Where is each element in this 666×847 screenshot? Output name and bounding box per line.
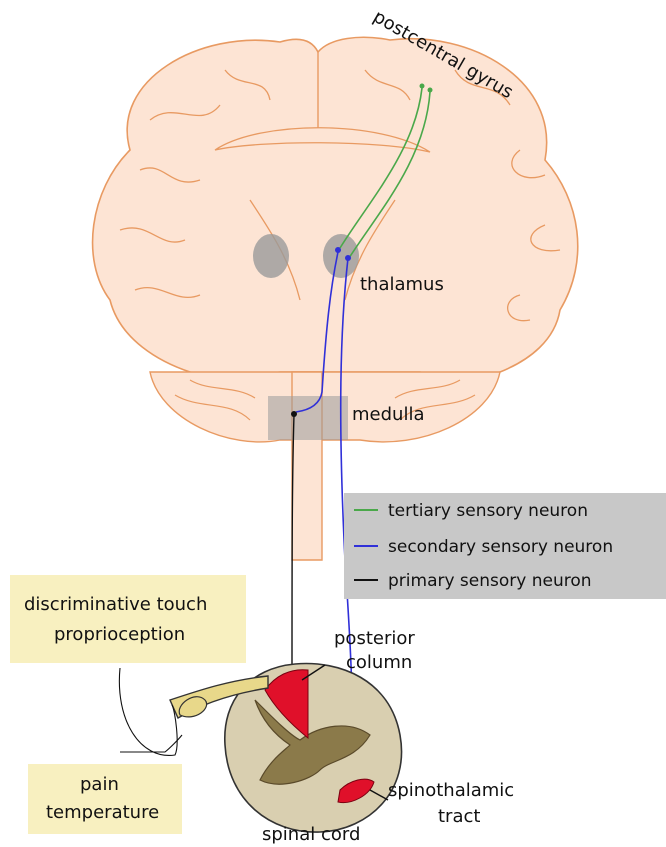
legend-label-secondary: secondary sensory neuron — [388, 537, 613, 557]
touch-box-background — [10, 575, 246, 663]
medulla-highlight — [268, 396, 348, 440]
pain-box-line2: temperature — [46, 802, 159, 823]
tertiary-terminal — [420, 84, 425, 89]
thalamus-label: thalamus — [360, 274, 444, 295]
legend: tertiary sensory neuron secondary sensor… — [344, 493, 666, 599]
primary-neuron — [240, 415, 294, 705]
touch-box-connector — [119, 668, 177, 755]
secondary-node — [335, 247, 341, 253]
legend-label-tertiary: tertiary sensory neuron — [388, 501, 588, 521]
spinothalamic-label-line2: tract — [438, 806, 480, 827]
thalamus-left — [253, 234, 289, 278]
touch-box-line2: proprioception — [54, 624, 185, 645]
secondary-node — [345, 255, 351, 261]
thalamus-right — [323, 234, 359, 278]
touch-box-line1: discriminative touch — [24, 594, 207, 615]
medulla-label: medulla — [352, 404, 424, 425]
primary-node — [291, 411, 297, 417]
spinal-cord-label: spinal cord — [262, 824, 360, 845]
posterior-column-label-line1: posterior — [334, 628, 415, 649]
pain-box-line1: pain — [80, 774, 119, 795]
posterior-column-label-line2: column — [346, 652, 412, 673]
spinothalamic-label-line1: spinothalamic — [388, 780, 514, 801]
legend-label-primary: primary sensory neuron — [388, 571, 592, 591]
tertiary-terminal — [428, 88, 433, 93]
touch-box: discriminative touch proprioception — [10, 575, 246, 663]
spinal-cord-section — [170, 664, 402, 833]
brain — [93, 37, 578, 560]
pain-box-connector — [120, 735, 182, 752]
pain-box: pain temperature — [28, 764, 182, 834]
